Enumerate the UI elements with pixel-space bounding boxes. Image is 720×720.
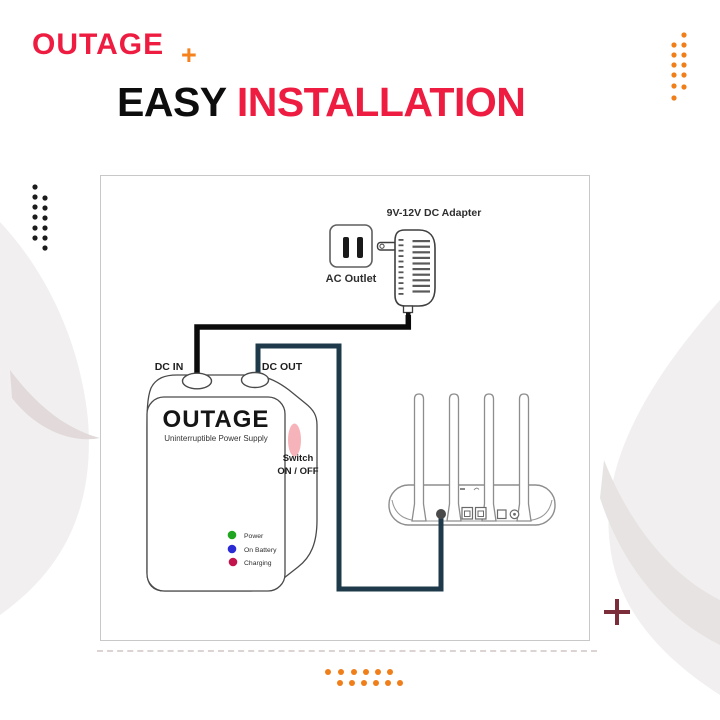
dots-pattern-top-right [671, 32, 687, 101]
router-icon [388, 393, 556, 526]
dc-adapter-icon [376, 229, 436, 318]
swoosh-right-band [600, 460, 720, 645]
led-charging [228, 557, 238, 567]
installation-diagram-panel: AC Outlet 9V-12V DC Adapter DC IN DC [100, 175, 590, 641]
dc-out-cable [255, 343, 444, 592]
panel-shadow-line [97, 650, 597, 652]
page-title: EASY INSTALLATION [117, 79, 526, 126]
dc-in-label: DC IN [155, 361, 184, 373]
led-charging-label: Charging [244, 560, 272, 567]
plus-icon-bottom-right [604, 599, 630, 625]
switch-label-line1: Switch [283, 453, 314, 464]
ups-device [146, 374, 318, 592]
headline-word-easy: EASY [117, 79, 237, 125]
dc-in-port [181, 372, 213, 390]
led-power-label: Power [244, 533, 264, 540]
ups-subtitle: Uninterruptible Power Supply [164, 434, 268, 443]
dots-pattern-top-left [32, 184, 48, 251]
swoosh-left-accent [10, 370, 100, 440]
ac-power-cable [194, 315, 412, 379]
swoosh-right [608, 300, 720, 695]
adapter-vents [412, 240, 430, 293]
ups-title: OUTAGE [163, 406, 270, 433]
led-on-battery [227, 544, 237, 554]
adapter-ridges [398, 239, 404, 295]
switch-label-line2: ON / OFF [277, 466, 318, 477]
power-switch [288, 423, 301, 457]
brand-logo: OUTAGE [32, 28, 165, 61]
router-ports [461, 506, 520, 520]
router-power-port [436, 509, 446, 519]
led-on-battery-label: On Battery [244, 547, 277, 554]
ac-outlet-label: AC Outlet [326, 273, 377, 285]
led-indicators: Power On Battery Charging [227, 530, 277, 567]
dots-pattern-bottom [325, 669, 403, 686]
dc-out-label: DC OUT [262, 361, 303, 373]
ac-outlet-icon [329, 224, 373, 268]
led-power [227, 530, 237, 540]
router-antennas [411, 393, 532, 522]
dc-out-port [240, 371, 270, 389]
logo-plus-icon: + [181, 40, 197, 70]
headline-word-installation: INSTALLATION [236, 79, 526, 125]
dc-adapter-label: 9V-12V DC Adapter [387, 207, 482, 219]
installation-diagram: AC Outlet 9V-12V DC Adapter DC IN DC [146, 207, 556, 592]
